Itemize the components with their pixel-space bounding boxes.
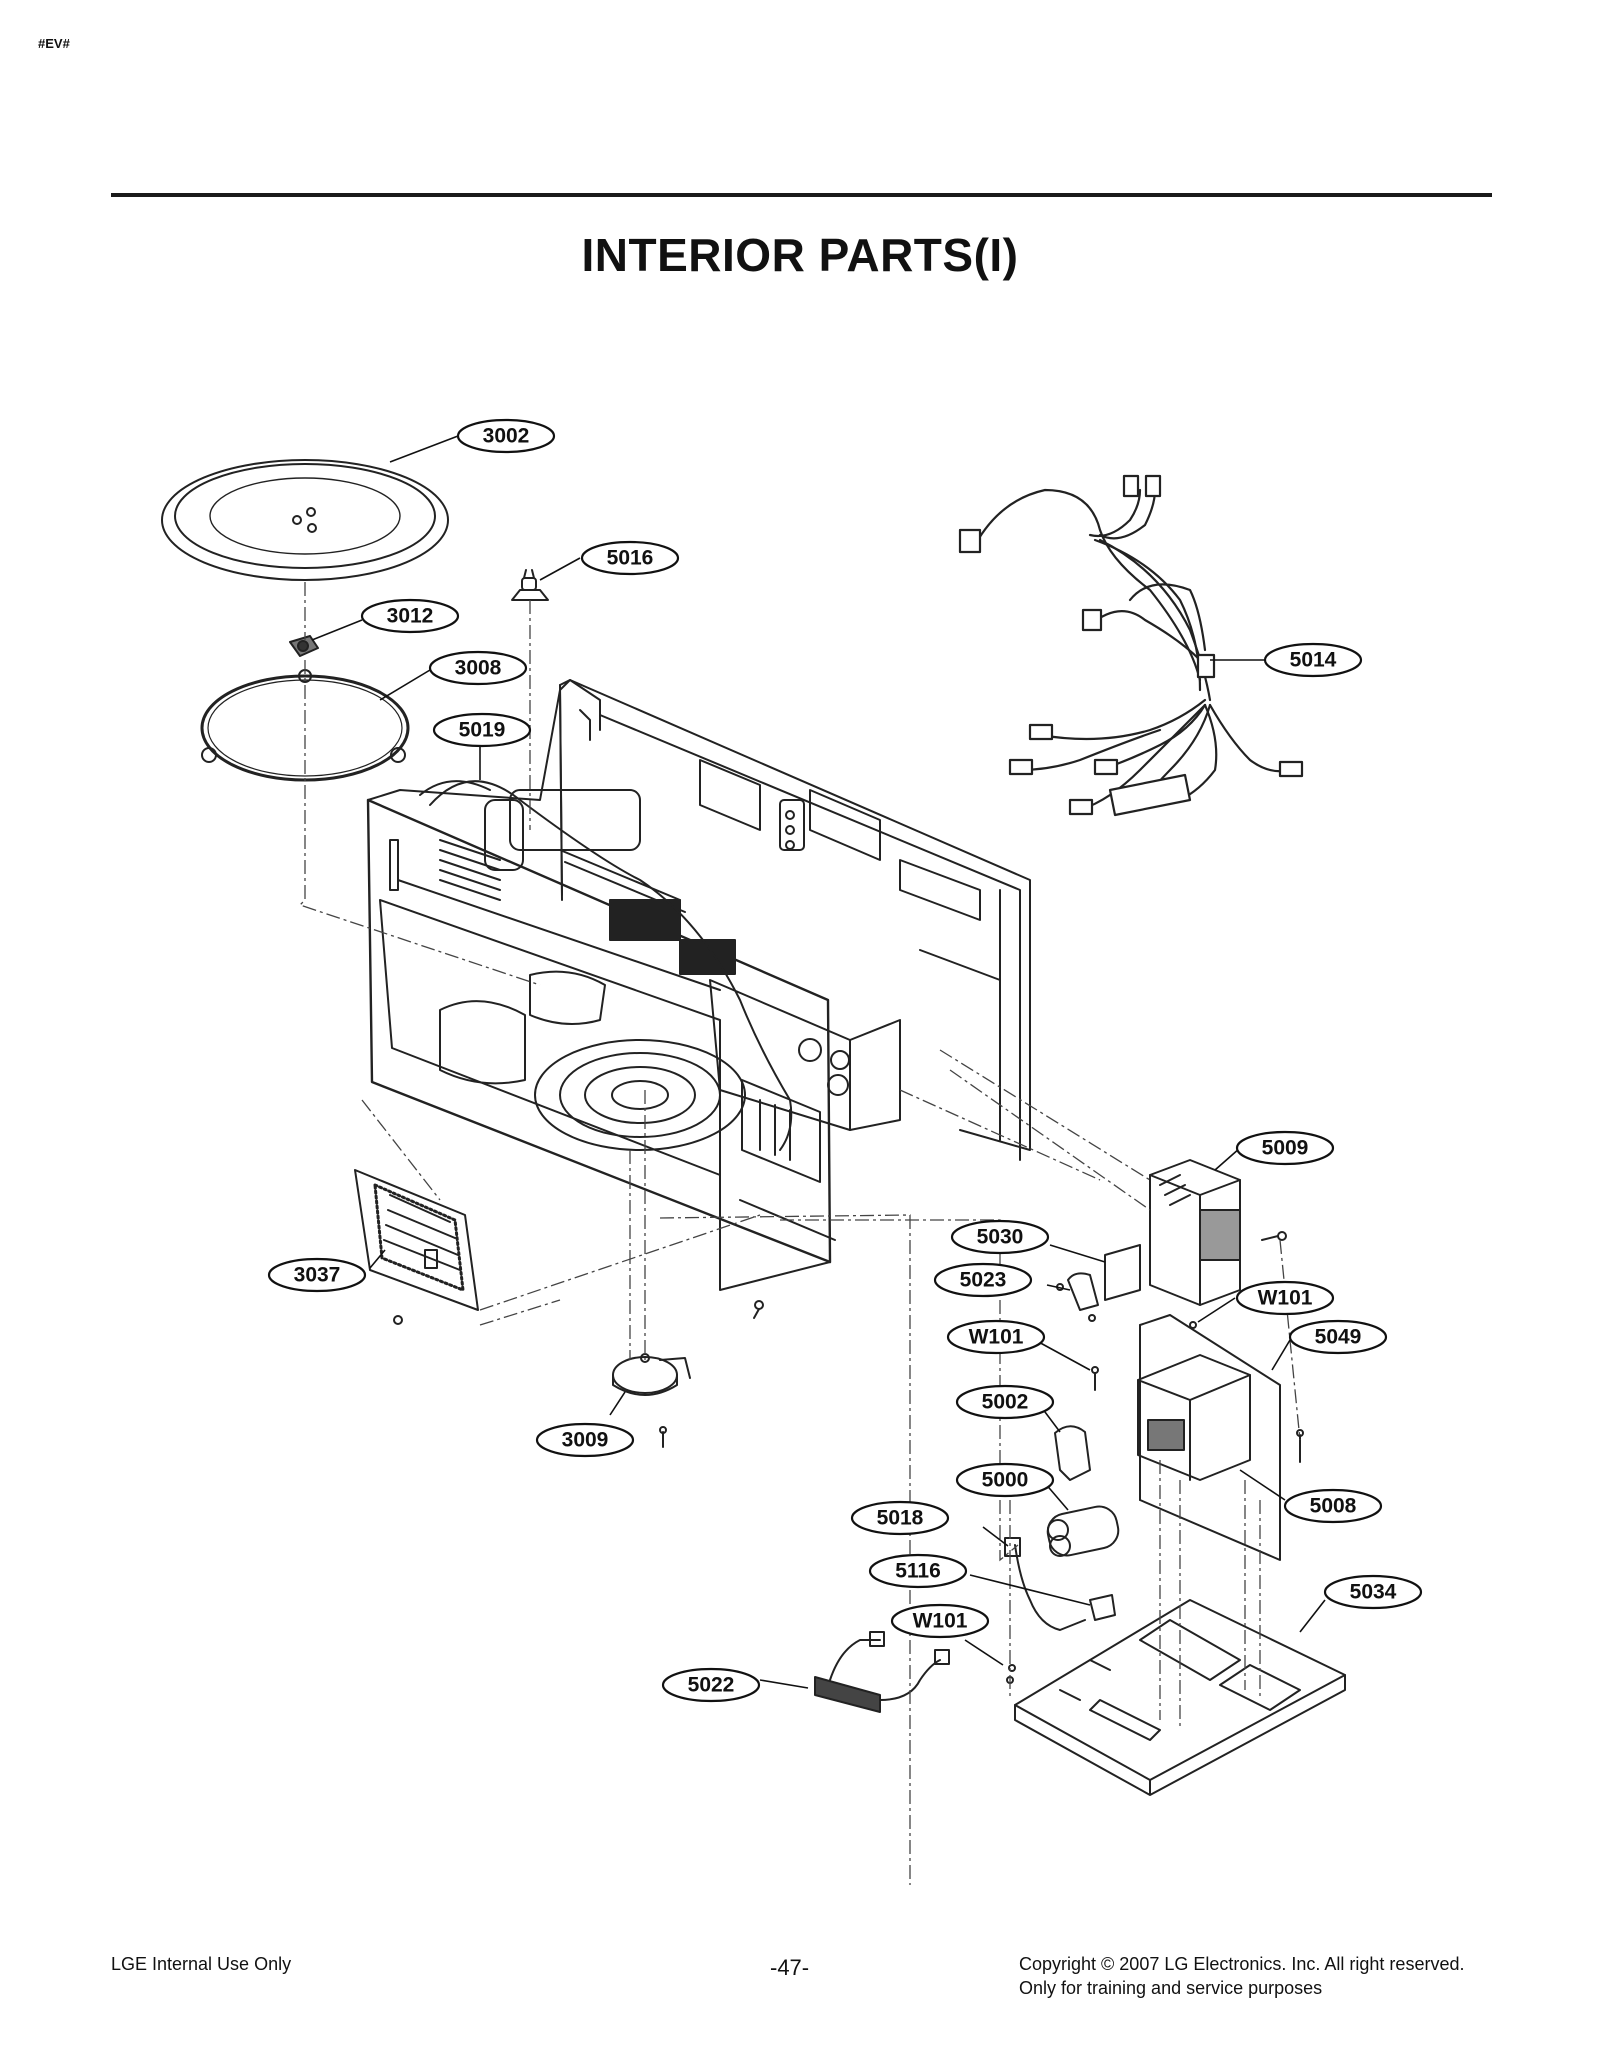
- callout-label: 5019: [459, 719, 506, 742]
- wires-5116-5018: [1004, 1537, 1116, 1672]
- coupler-drawing: [289, 635, 319, 657]
- footer-copyright: Copyright © 2007 LG Electronics. Inc. Al…: [1019, 1952, 1464, 2000]
- callout-label: 5014: [1290, 649, 1337, 672]
- callout-label: 5049: [1315, 1326, 1362, 1349]
- purpose-line: Only for training and service purposes: [1019, 1978, 1323, 1998]
- callout-label: 5016: [607, 547, 654, 570]
- magnetron-drawing: [1149, 1159, 1287, 1306]
- callout-label: W101: [913, 1610, 968, 1633]
- callout-label: 3002: [483, 425, 530, 448]
- header-rule: [111, 193, 1492, 197]
- footer-page-number: -47-: [770, 1955, 810, 1980]
- footer-internal-use: LGE Internal Use Only: [111, 1954, 292, 1974]
- callout-label: 3037: [294, 1264, 341, 1287]
- copyright-line: Copyright © 2007 LG Electronics. Inc. Al…: [1019, 1954, 1465, 1974]
- page-title: INTERIOR PARTS(I): [581, 229, 1019, 281]
- rear-panel-drawing: [559, 679, 1021, 1161]
- turntable-tray-drawing: [161, 459, 449, 581]
- callout-label: 5002: [982, 1391, 1029, 1414]
- oven-cavity-drawing: [366, 679, 1031, 1291]
- callout-label: 5116: [895, 1560, 941, 1583]
- callout-label: 5022: [688, 1674, 735, 1697]
- door-sensor-drawing: [814, 1631, 950, 1713]
- turntable-motor-drawing: [612, 1353, 691, 1448]
- diode-capacitor-drawing: [1046, 1366, 1120, 1557]
- callout-label: 5034: [1350, 1581, 1397, 1604]
- wire-harness-drawing: [958, 474, 1304, 817]
- callout-label: 3009: [562, 1429, 609, 1452]
- callout-label: 5000: [982, 1469, 1029, 1492]
- transformer-drawing: [1137, 1314, 1304, 1561]
- callout-label: 5023: [960, 1269, 1007, 1292]
- header-tag: #EV#: [38, 36, 70, 51]
- callout-label: 5008: [1310, 1495, 1357, 1518]
- base-plate-drawing: [1014, 1599, 1346, 1796]
- small-parts-5030-5023: [1056, 1244, 1141, 1322]
- callout-label: 5030: [977, 1226, 1024, 1249]
- callout-label: W101: [969, 1326, 1024, 1349]
- vent-grille-drawing: [354, 1169, 479, 1325]
- thermostat-drawing: [511, 569, 549, 601]
- callout-label: 3008: [455, 657, 502, 680]
- callout-label: 3012: [387, 605, 434, 628]
- callout-label: W101: [1258, 1287, 1313, 1310]
- callout-label: 5018: [877, 1507, 924, 1530]
- callout-label: 5009: [1262, 1137, 1309, 1160]
- callout-3002-shape: [456, 418, 556, 454]
